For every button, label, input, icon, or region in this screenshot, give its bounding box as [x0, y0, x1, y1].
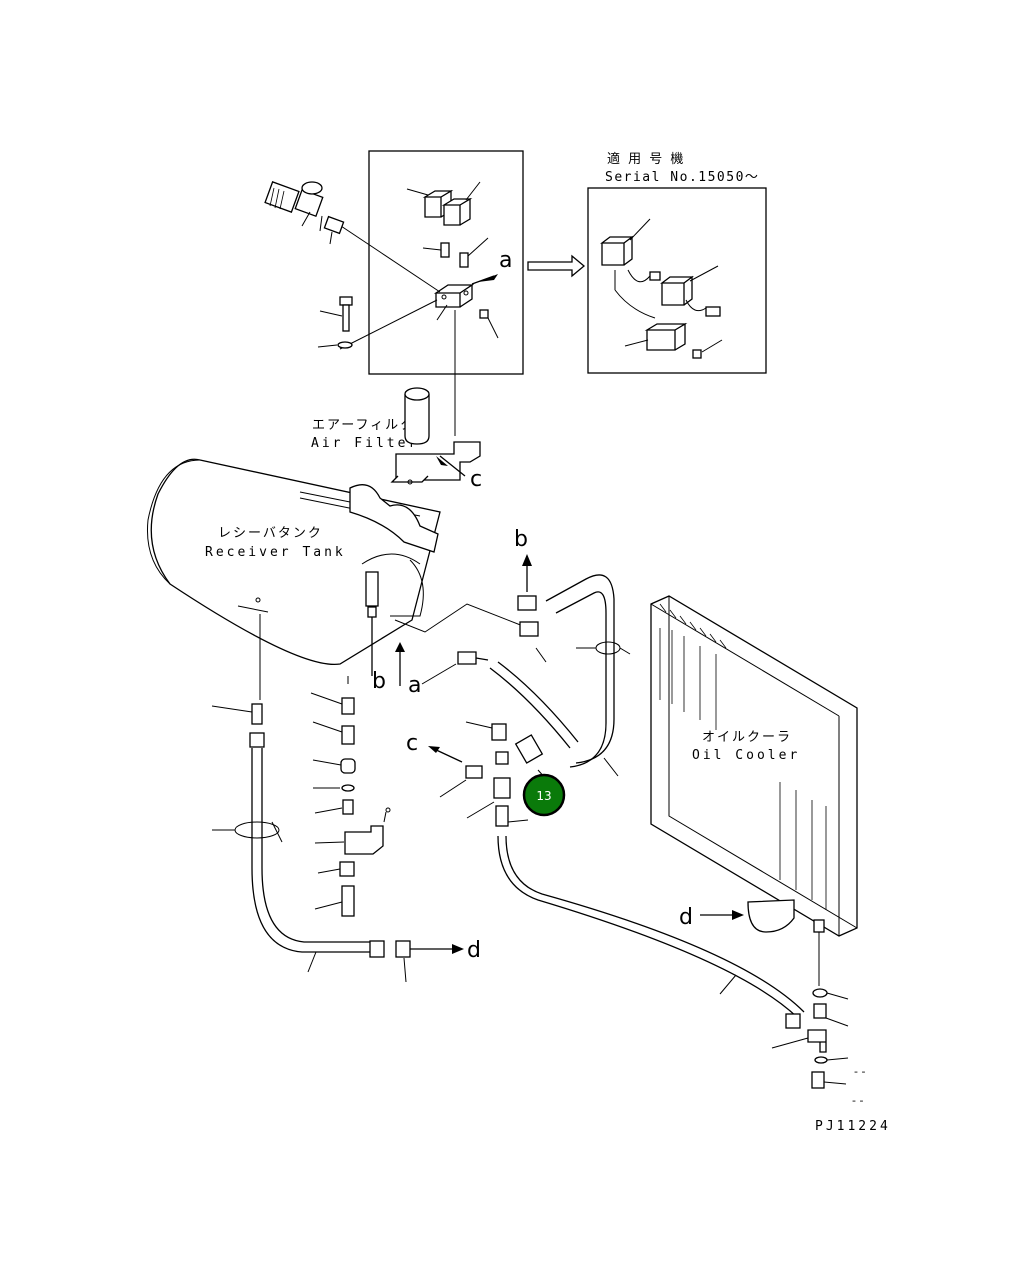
- callout-d-right: d: [679, 905, 693, 930]
- small-marks-1: - -: [854, 1065, 865, 1078]
- left-parts-stack: [310, 692, 391, 917]
- callout-b-center: b: [514, 527, 528, 552]
- small-marks-2: - -: [852, 1094, 863, 1107]
- callout-b-tank: b: [372, 669, 386, 694]
- solenoid-detail-box: a: [339, 150, 524, 436]
- applicable-models-label: 適 用 号 機: [607, 151, 685, 167]
- arrow-to-serial: [527, 254, 586, 278]
- top-left-fittings: [264, 181, 353, 349]
- oil-cooler-en-label: Oil Cooler: [692, 748, 800, 763]
- air-filter-en-label: Air Filter: [311, 436, 419, 451]
- part-13-circle[interactable]: [522, 773, 566, 817]
- part-13-marker[interactable]: 13: [522, 773, 566, 817]
- drawing-code: PJ11224: [815, 1119, 891, 1134]
- callout-d-left: d: [467, 938, 481, 963]
- tank-callout-b: b: [372, 603, 524, 694]
- receiver-tank-jp-label: レシーバタンク: [218, 526, 323, 541]
- air-filter: エアーフィルタ Air Filter c: [311, 387, 482, 492]
- left-hose: d: [211, 703, 481, 983]
- callout-a-top: a: [499, 248, 512, 273]
- oil-cooler: オイルクーラ Oil Cooler d: [650, 595, 858, 986]
- receiver-tank: レシーバタンク Receiver Tank: [146, 458, 441, 700]
- air-filter-jp-label: エアーフィルタ: [312, 418, 415, 433]
- callout-c-top: c: [470, 467, 482, 492]
- callout-a-center: a: [408, 673, 421, 698]
- callout-c-center: c: [406, 731, 418, 756]
- center-fittings: b a c: [406, 527, 805, 1029]
- oil-cooler-jp-label: オイルクーラ: [702, 730, 792, 745]
- serial-detail-box: 適 用 号 機 Serial No.15050～: [587, 151, 767, 374]
- bottom-right-fittings: - - - -: [771, 988, 865, 1107]
- serial-label: Serial No.15050～: [605, 170, 759, 185]
- receiver-tank-en-label: Receiver Tank: [205, 545, 346, 560]
- part-13-number[interactable]: 13: [536, 789, 551, 803]
